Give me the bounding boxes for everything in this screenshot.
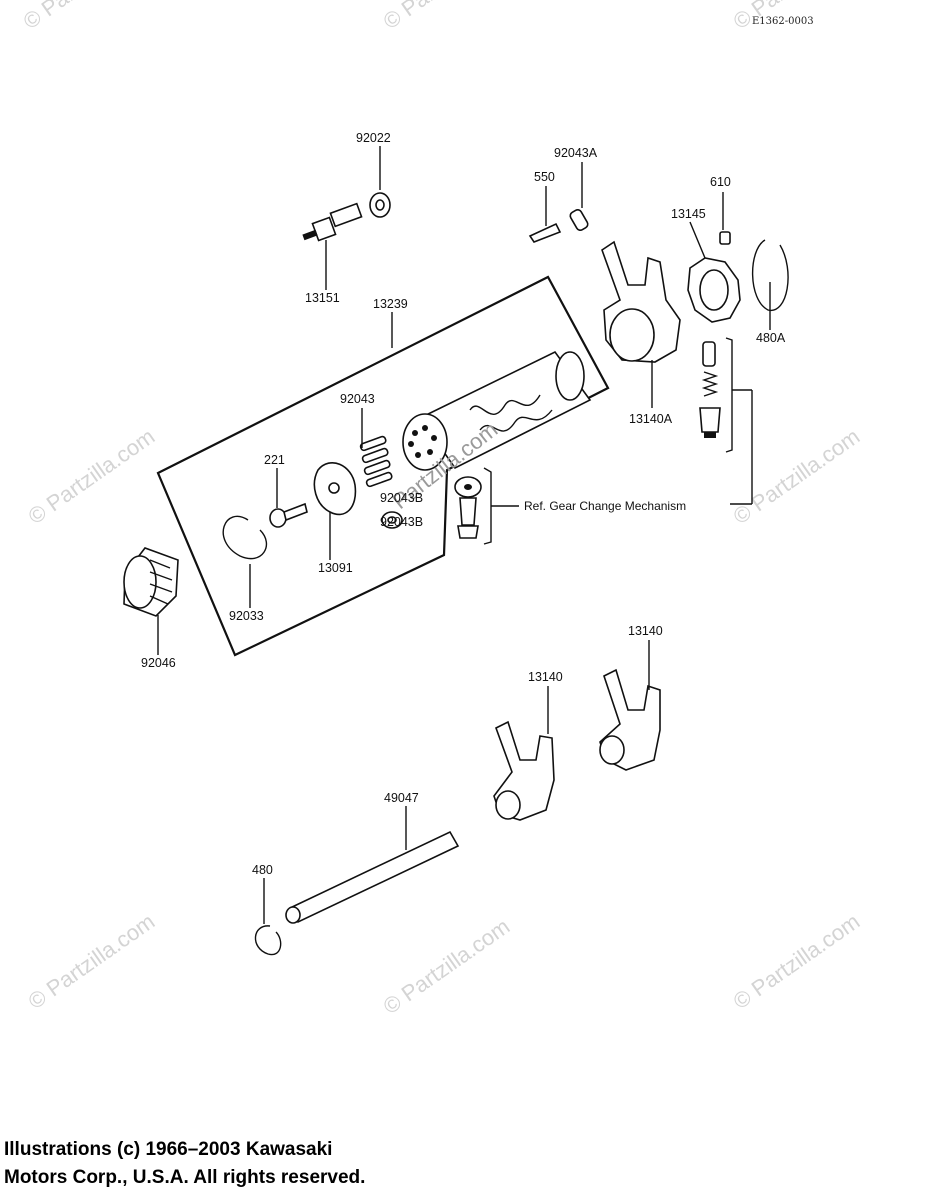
copyright-notice: Illustrations (c) 1966–2003 Kawasaki Mot… (4, 1136, 365, 1192)
plate-13145 (687, 257, 741, 323)
leader-13145 (689, 221, 706, 259)
label-49047: 49047 (384, 791, 419, 805)
needle-bearing-92046 (123, 547, 179, 617)
watermark: © Partzilla.com (24, 424, 160, 530)
label-480: 480 (252, 863, 273, 877)
circlip-92033 (222, 515, 268, 560)
copyright-line-1: Illustrations (c) 1966–2003 Kawasaki (4, 1139, 333, 1160)
label-92033: 92033 (229, 609, 264, 623)
label-92043A: 92043A (554, 146, 598, 160)
assembly-box-13239 (156, 275, 610, 657)
label-550: 550 (534, 170, 555, 184)
label-13239: 13239 (373, 297, 408, 311)
label-13151: 13151 (305, 291, 340, 305)
diagram-code: E1362-0003 (752, 16, 814, 27)
watermark: © Partzilla.com (24, 909, 160, 1015)
label-13140A: 13140A (629, 412, 673, 426)
bracket-right (725, 337, 733, 453)
shift-drum (402, 350, 592, 471)
pin-610 (719, 231, 731, 245)
circlip-480 (254, 925, 282, 956)
label-610: 610 (710, 175, 731, 189)
pin-550 (528, 222, 562, 243)
watermark: © Partzilla.com (379, 0, 515, 34)
copyright-line-2: Motors Corp., U.S.A. All rights reserved… (4, 1167, 366, 1188)
neutral-switch-13151 (302, 202, 363, 242)
label-13140-left: 13140 (528, 670, 563, 684)
watermark: © Partzilla.com (729, 909, 865, 1015)
bracket-ref (483, 467, 492, 545)
shift-fork-13140-right (599, 668, 661, 771)
circlip-480A (751, 239, 789, 311)
label-221: 221 (264, 453, 285, 467)
label-13145: 13145 (671, 207, 706, 221)
shift-fork-13140-left (493, 720, 555, 821)
pin-92043A (569, 209, 589, 231)
label-92043B-b: 92043B (380, 515, 423, 529)
label-92022: 92022 (356, 131, 391, 145)
pins-92043 (359, 435, 393, 488)
label-13091: 13091 (318, 561, 353, 575)
label-92046: 92046 (141, 656, 176, 670)
watermark: © Partzilla.com (19, 0, 155, 34)
label-480A: 480A (756, 331, 786, 345)
label-13140-right: 13140 (628, 624, 663, 638)
ref-gear-change-note: Ref. Gear Change Mechanism (524, 499, 686, 513)
part-labels: 92022 13151 13239 92043 221 92043B 92043… (141, 131, 786, 877)
detent-assembly (699, 341, 721, 438)
screw-221 (269, 502, 308, 528)
shaft-49047 (285, 830, 460, 924)
label-92043B-a: 92043B (380, 491, 423, 505)
watermark: © Partzilla.com (379, 914, 515, 1020)
label-92043: 92043 (340, 392, 375, 406)
ref-bolt (454, 476, 482, 539)
plate-13091 (313, 462, 357, 516)
watermark: © Partzilla.com (729, 424, 865, 530)
shift-fork-13140A (601, 240, 681, 363)
watermarks: © Partzilla.com © Partzilla.com © Partzi… (19, 0, 865, 1019)
